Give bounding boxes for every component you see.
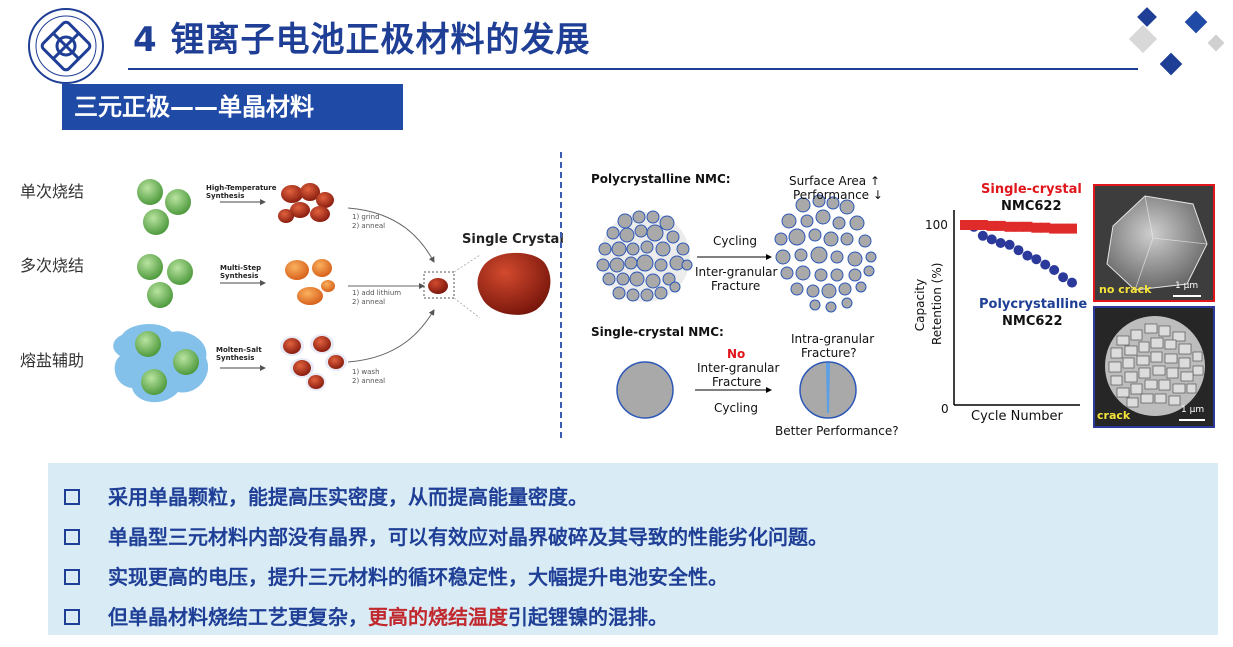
x-label: Cycle Number (971, 409, 1063, 424)
checkbox-square-icon (64, 609, 80, 625)
y-label-retention: Retention (%) (930, 262, 944, 345)
method-label-multi: 多次烧结 (20, 256, 85, 275)
cycling-label-top: Cycling (713, 234, 757, 248)
post-anneal-3: 2) anneal (352, 377, 386, 385)
step-label-multi-step: Multi-Step Synthesis (220, 264, 262, 280)
bullet-text: 实现更高的电压，提升三元材料的循环稳定性，大幅提升电池安全性。 (108, 565, 728, 589)
poly-data-point (1040, 259, 1051, 270)
poly-data-point (995, 238, 1006, 248)
bullet-item: 但单晶材料烧结工艺更复杂，更高的烧结温度引起锂镍的混排。 (64, 601, 668, 630)
series-name-single-1: Single-crystal (981, 182, 1082, 197)
surface-area-label: Surface Area ↑ (789, 174, 881, 188)
micrograph-polycrystal: crack 1 μm (1093, 306, 1215, 428)
y-tick-100: 100 (925, 218, 948, 232)
post-grind: 1) grind (352, 213, 380, 221)
inter-granular-label-top: Inter-granular (695, 265, 778, 279)
step-label-high-temp: High-Temperature Synthesis (206, 184, 277, 200)
bullet-text: 采用单晶颗粒，能提高压实密度，从而提高能量密度。 (108, 485, 588, 509)
single-crystal-data-point (1022, 221, 1033, 232)
performance-label: Performance ↓ (793, 188, 883, 202)
y-label-capacity: Capacity (913, 278, 927, 332)
section-subtitle: 三元正极——单晶材料 (62, 84, 403, 130)
poly-data-point (977, 230, 988, 241)
post-anneal-1: 2) anneal (352, 222, 386, 230)
single-crystal-data-point (1049, 223, 1060, 234)
bullet-text: 引起锂镍的混排。 (508, 605, 668, 629)
scale-bar-1: 1 μm (1175, 281, 1199, 291)
method-label-single: 单次烧结 (20, 182, 85, 201)
step-label-molten-salt: Molten-Salt Synthesis (216, 346, 262, 362)
sem-image-poly (1095, 308, 1213, 426)
sem-image-single (1095, 186, 1213, 300)
caption-crack: crack (1097, 409, 1131, 422)
poly-data-point (1022, 250, 1033, 261)
single-crystal-data-point (1067, 223, 1077, 234)
fracture-label-bottom: Fracture (712, 375, 762, 389)
method-label-molten: 熔盐辅助 (20, 351, 85, 370)
scale-bar-2: 1 μm (1181, 405, 1205, 415)
university-logo (26, 6, 106, 86)
panel-divider (560, 152, 562, 438)
intra-granular-label: Intra-granular (791, 332, 875, 346)
highlight-text: 更高的烧结温度 (368, 605, 508, 629)
post-wash: 1) wash (352, 368, 380, 376)
micrograph-single-crystal: no crack 1 μm (1093, 184, 1215, 302)
y-tick-0: 0 (941, 402, 949, 416)
capacity-chart: Capacity Retention (%) 100 0 Cycle Numbe… (905, 170, 1090, 440)
bullet-item: 单晶型三元材料内部没有晶界，可以有效应对晶界破碎及其导致的性能劣化问题。 (64, 521, 828, 550)
caption-no-crack: no crack (1099, 283, 1152, 296)
capacity-chart-plot (953, 210, 1080, 406)
poly-data-point (1058, 272, 1069, 283)
poly-data-point (1067, 277, 1077, 288)
cycling-label-bottom: Cycling (714, 401, 758, 415)
bullet-text: 单晶型三元材料内部没有晶界，可以有效应对晶界破碎及其导致的性能劣化问题。 (108, 525, 828, 549)
bullet-item: 实现更高的电压，提升三元材料的循环稳定性，大幅提升电池安全性。 (64, 561, 728, 590)
better-performance-label: Better Performance? (775, 424, 899, 438)
checkbox-square-icon (64, 569, 80, 585)
fracture-question-label: Fracture? (801, 346, 857, 360)
poly-data-point (1031, 254, 1042, 265)
no-label: No (727, 347, 746, 361)
bullet-panel: 采用单晶颗粒，能提高压实密度，从而提高能量密度。 单晶型三元材料内部没有晶界，可… (48, 463, 1218, 635)
post-add-lithium: 1) add lithium (352, 289, 402, 297)
single-crystal-data-point (1058, 223, 1069, 234)
poly-data-point (986, 234, 997, 245)
single-crystal-data-point (995, 220, 1006, 231)
synthesis-graphics (113, 179, 551, 403)
series-name-poly-2: NMC622 (1002, 314, 1063, 329)
post-anneal-2: 2) anneal (352, 298, 386, 306)
nmc-diagram: Polycrystalline NMC: Surface Area ↑ Perf… (575, 165, 899, 445)
series-name-poly-1: Polycrystalline (979, 297, 1088, 312)
single-crystal-data-point (1031, 222, 1042, 233)
series-name-single-2: NMC622 (1001, 199, 1062, 214)
poly-nmc-title: Polycrystalline NMC: (591, 172, 731, 186)
single-crystal-data-point (968, 220, 979, 230)
single-nmc-title: Single-crystal NMC: (591, 325, 724, 339)
nmc-graphics (596, 194, 877, 419)
checkbox-square-icon (64, 489, 80, 505)
single-crystal-data-point (1040, 222, 1051, 233)
poly-data-point (1004, 239, 1015, 250)
single-crystal-data-point (986, 220, 997, 231)
single-crystal-data-point (960, 220, 970, 230)
poly-data-point (1049, 265, 1060, 275)
bullet-item: 采用单晶颗粒，能提高压实密度，从而提高能量密度。 (64, 481, 588, 510)
single-crystal-data-point (1013, 221, 1024, 232)
poly-data-point (1013, 245, 1024, 256)
single-crystal-label: Single Crystal (462, 232, 564, 247)
bullet-text: 但单晶材料烧结工艺更复杂， (108, 605, 368, 629)
synthesis-panel: 单次烧结 多次烧结 熔盐辅助 High-Temperature Synthesi… (10, 150, 564, 430)
checkbox-square-icon (64, 529, 80, 545)
single-crystal-data-point (977, 220, 988, 230)
fracture-label-top: Fracture (711, 279, 761, 293)
decorative-diamonds (1118, 4, 1233, 84)
inter-granular-label-bottom: Inter-granular (697, 361, 780, 375)
single-crystal-data-point (1004, 221, 1015, 232)
title-divider (128, 68, 1138, 70)
page-title: 4 锂离子电池正极材料的发展 (133, 20, 591, 60)
